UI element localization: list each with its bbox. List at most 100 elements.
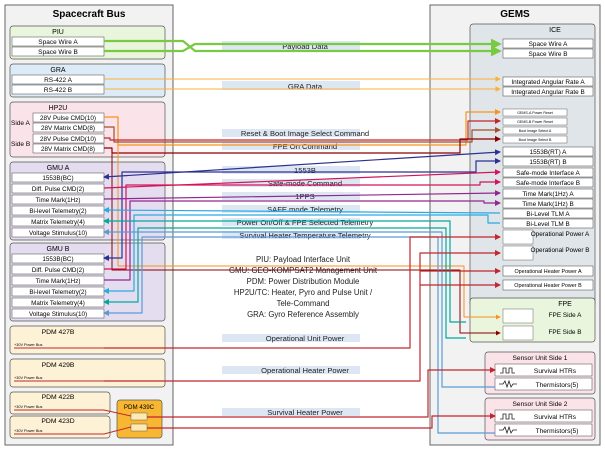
wire-pdm-423d bbox=[103, 426, 132, 435]
label-reset-boot: Reset & Boot Image Select Command bbox=[241, 129, 369, 138]
gmu-b-title: GMU B bbox=[47, 246, 70, 253]
gmu-b-port: Voltage Stimulus(10) bbox=[29, 311, 87, 318]
pdm-bus-label: +30V Power Bus bbox=[14, 405, 42, 409]
heater-icon bbox=[500, 413, 515, 420]
sensor-unit-side-2-box: Sensor Unit Side 2 Survival HTRs Thermis… bbox=[484, 397, 596, 441]
legend: PIU: Payload Interface Unit GMU: GEO-KOM… bbox=[229, 255, 378, 319]
sensor1-heaters: Survival HTRs bbox=[534, 368, 577, 375]
pdm-title: PDM 423D bbox=[41, 418, 74, 425]
fpe-box: FPE FPE Side A FPE Side B bbox=[469, 297, 596, 343]
connections bbox=[103, 38, 502, 435]
wire-time-mark-b bbox=[104, 200, 501, 281]
label-operational-heater-power: Operational Heater Power bbox=[261, 366, 349, 375]
pdm-439c-title: PDM 439C bbox=[124, 404, 155, 411]
ice-port: Safe-mode Interface B bbox=[516, 180, 580, 187]
operational-power-blocks: Operational Power A Operational Power B bbox=[502, 229, 590, 261]
fpe-side-b: FPE Side B bbox=[548, 329, 581, 336]
pdm-422b-box: PDM 422B +30V Power Bus bbox=[9, 391, 111, 415]
legend-line: HP2U/TC: Heater, Pyro and Pulse Unit / bbox=[234, 288, 373, 297]
pdm-bus-label: +30V Power Bus bbox=[14, 429, 42, 433]
hp2u-title: HP2U bbox=[49, 105, 68, 112]
gmu-a-port: 1553B(BC) bbox=[42, 175, 73, 182]
sensor1-title: Sensor Unit Side 1 bbox=[513, 355, 568, 362]
gmu-a-port: Voltage Stimulus(10) bbox=[29, 230, 87, 237]
ice-port: Space Wire B bbox=[528, 51, 567, 58]
hp2u-port: 28V Matrix CMD(8) bbox=[41, 146, 95, 153]
wire-survival-power-2 bbox=[147, 413, 496, 429]
label-fpe-on: FPE On Command bbox=[273, 142, 337, 151]
ice-port: 1553B(RT) A bbox=[530, 149, 568, 156]
pdm-423d-box: PDM 423D +30V Power Bus bbox=[9, 415, 111, 439]
pdm-title: PDM 427B bbox=[42, 329, 75, 336]
ice-title: ICE bbox=[549, 27, 561, 34]
ice-port: Time Mark(1Hz) A bbox=[522, 191, 574, 198]
ice-port: Bi-Level TLM B bbox=[526, 221, 570, 228]
hp2u-port: 28V Pulse CMD(10) bbox=[40, 136, 96, 143]
pdm-439c-box: PDM 439C bbox=[116, 399, 163, 439]
gmu-b-port: Time Mark(1Hz) bbox=[36, 278, 81, 285]
ice-port: Safe-mode Interface A bbox=[516, 170, 580, 177]
wire-1553b-b bbox=[103, 158, 501, 261]
ice-small-port: GEMS-B Power Reset bbox=[517, 120, 553, 124]
gmu-a-port: Diff. Pulse CMD(2) bbox=[32, 186, 84, 193]
label-payload-data: Payload Data bbox=[282, 42, 328, 51]
wire-survival-power-1 bbox=[147, 367, 496, 418]
wire-hp2u-matrix-a bbox=[104, 126, 501, 143]
op-power-b-label: Operational Power B bbox=[531, 247, 590, 254]
gmu-a-port: Bi-level Telemetry(2) bbox=[29, 208, 86, 215]
piu-box: PIU Space Wire A Space Wire B bbox=[9, 25, 166, 60]
legend-line: GRA: Gyro Reference Assembly bbox=[247, 310, 359, 319]
gra-title: GRA bbox=[50, 67, 66, 74]
gmu-b-port: Bi-level Telemetry(2) bbox=[29, 289, 86, 296]
gmu-b-port: 1553B(BC) bbox=[42, 256, 73, 263]
gems-title: GEMS bbox=[500, 9, 530, 20]
gra-port: RS-422 B bbox=[44, 87, 72, 94]
hp2u-port: 28V Pulse CMD(10) bbox=[40, 115, 96, 122]
fpe-side-a: FPE Side A bbox=[549, 312, 582, 319]
wire-bilevel-a bbox=[103, 207, 501, 214]
label-1553b: 1553B bbox=[294, 166, 316, 175]
gmu-b-port: Matrix Telemetry(4) bbox=[31, 300, 85, 307]
pdm-427b-box: PDM 427B +30V Power Bus bbox=[9, 325, 166, 355]
wire-safe-mode-b bbox=[104, 179, 501, 270]
fpe-title: FPE bbox=[558, 301, 572, 308]
hp2u-side-b: Side B bbox=[11, 141, 30, 148]
piu-port: Space Wire A bbox=[38, 39, 78, 46]
gmu-a-port: Matrix Telemetry(4) bbox=[31, 219, 85, 226]
label-safe-mode-telemetry: SAFE mode Telemetry bbox=[267, 205, 343, 214]
wire-voltage-stim-b bbox=[103, 236, 495, 434]
label-operational-unit-power: Operational Unit Power bbox=[266, 334, 345, 343]
sensor-unit-side-1-box: Sensor Unit Side 1 Survival HTRs Thermis… bbox=[484, 351, 596, 395]
legend-line: Tele-Command bbox=[277, 299, 330, 308]
gra-port: RS-422 A bbox=[44, 77, 72, 84]
ice-small-port: Boot Image Select B bbox=[519, 138, 552, 142]
ice-port: Integrated Angular Rate A bbox=[511, 79, 585, 86]
pdm-title: PDM 422B bbox=[42, 394, 75, 401]
wire-bilevel-b bbox=[103, 214, 500, 294]
gmu-b-port: Diff. Pulse CMD(2) bbox=[32, 267, 84, 274]
wire-op-heater-power bbox=[104, 250, 501, 382]
hp2u-box: HP2U Side A Side B 28V Pulse CMD(10) 28V… bbox=[9, 101, 166, 158]
ice-small-port: Boot Image Select A bbox=[519, 129, 552, 133]
label-gra-data: GRA Data bbox=[288, 82, 323, 91]
ice-port: Integrated Angular Rate B bbox=[511, 89, 585, 96]
wire-payload-b bbox=[104, 38, 502, 53]
sensor1-thermistors: Thermistors(5) bbox=[536, 382, 579, 389]
spacecraft-bus-title: Spacecraft Bus bbox=[53, 9, 126, 20]
wire-pdm-422b bbox=[103, 409, 132, 417]
op-heater-b-label: Operational Heater Power B bbox=[514, 283, 582, 289]
legend-line: PIU: Payload Interface Unit bbox=[256, 255, 351, 264]
wire-payload-a bbox=[104, 39, 502, 57]
ice-port: Time Mark(1Hz) B bbox=[522, 201, 574, 208]
wire-time-mark-a bbox=[103, 190, 501, 200]
wire-hp2u-pulse-a bbox=[104, 109, 501, 146]
wire-voltage-stim-a bbox=[103, 229, 495, 388]
wire-op-unit-power-a bbox=[104, 234, 501, 349]
op-power-a-label: Operational Power A bbox=[531, 231, 590, 238]
sensor2-thermistors: Thermistors(5) bbox=[536, 428, 579, 435]
gmu-a-port: Time Mark(1Hz) bbox=[36, 197, 81, 204]
ice-small-port: GEMS-A Power Reset bbox=[517, 111, 553, 115]
gra-box: GRA RS-422 A RS-422 B bbox=[9, 63, 166, 98]
label-power-onoff: Power On/Off & FPE Selected Telemetry bbox=[237, 218, 374, 227]
